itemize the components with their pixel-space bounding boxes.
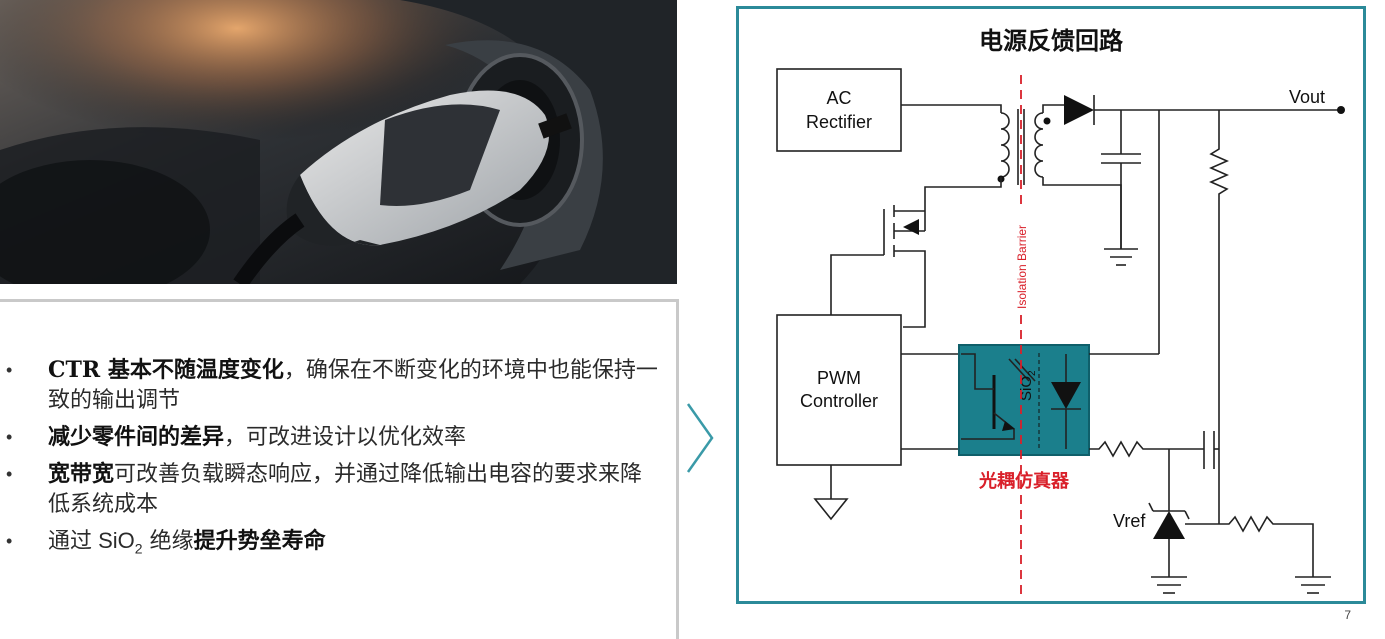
bullet-2-text: ，可改进设计以优化效率: [224, 425, 467, 450]
transformer-secondary-coil: [1034, 112, 1044, 178]
page-number: 7: [1344, 608, 1351, 622]
bullet-part-variation: • 减少零件间的差异，可改进设计以优化效率: [0, 422, 660, 453]
bullet-sio2-barrier: • 通过 SiO2 绝缘提升势垒寿命: [0, 526, 660, 563]
bullet-dot-icon: •: [6, 360, 13, 380]
vref-shunt-regulator: [1153, 511, 1185, 539]
bullet-dot-icon: •: [6, 427, 13, 447]
bullet-ctr-temperature: • CTR 基本不随温度变化，确保在不断变化的环境中也能保持一致的输出调节: [0, 355, 660, 416]
ac-rectifier-label-1: AC: [826, 88, 851, 108]
isolation-barrier-label: Isolation Barrier: [1015, 225, 1029, 309]
circuit-schematic: AC Rectifier Vout: [776, 68, 1345, 599]
feature-bullet-panel: • CTR 基本不随温度变化，确保在不断变化的环境中也能保持一致的输出调节 • …: [0, 299, 679, 639]
opto-emulator-label: 光耦仿真器: [978, 470, 1070, 492]
output-rectifier-diode: [1064, 95, 1094, 125]
ac-rectifier-label-2: Rectifier: [806, 112, 872, 132]
ac-rectifier-block: [776, 68, 902, 152]
bullet-wide-bandwidth: • 宽带宽可改善负载瞬态响应，并通过降低输出电容的要求来降低系统成本: [0, 459, 660, 520]
chevron-right-icon: [686, 403, 714, 473]
pwm-label-1: PWM: [817, 368, 861, 388]
ev-charging-photo: [0, 0, 677, 284]
divider-resistor-top: [1209, 110, 1229, 524]
bullet-3-bold: 宽带宽: [48, 461, 115, 487]
pwm-controller-block: [776, 314, 902, 466]
pwm-label-2: Controller: [800, 391, 878, 411]
bullet-4-bold: 提升势垒寿命: [193, 528, 326, 554]
bullet-2-bold: 减少零件间的差异: [48, 424, 225, 450]
feature-bullet-list: • CTR 基本不随温度变化，确保在不断变化的环境中也能保持一致的输出调节 • …: [0, 355, 660, 569]
bullet-dot-icon: •: [6, 464, 13, 484]
transformer-primary-coil: [1000, 112, 1010, 178]
sio2-label: SiO2: [1018, 370, 1038, 401]
vref-label: Vref: [1113, 511, 1146, 531]
vout-label: Vout: [1289, 87, 1325, 107]
bullet-dot-icon: •: [6, 531, 13, 551]
bullet-3-text: 可改善负载瞬态响应，并通过降低输出电容的要求来降低系统成本: [48, 462, 643, 517]
primary-ground-icon: [813, 498, 849, 521]
opto-led-diode: [1051, 382, 1081, 409]
vout-terminal: [1337, 106, 1345, 114]
bullet-1-text: ，确保在不断变化的环境中也能保持一致的输出调节: [48, 358, 658, 413]
bullet-1-bold: CTR 基本不随温度变化: [48, 357, 284, 383]
led-series-resistor: [1089, 440, 1204, 458]
bullet-4-mid: 绝缘: [142, 529, 194, 554]
bullet-4-subscript: 2: [134, 540, 143, 557]
divider-resistor-bottom: [1219, 515, 1314, 577]
feedback-loop-diagram: 电源反馈回路 AC Rectifier Vout: [736, 6, 1366, 604]
bullet-4-prefix: 通过 SiO: [48, 528, 135, 553]
diagram-title: 电源反馈回路: [979, 26, 1123, 55]
ev-charging-plug-image: [0, 0, 677, 284]
